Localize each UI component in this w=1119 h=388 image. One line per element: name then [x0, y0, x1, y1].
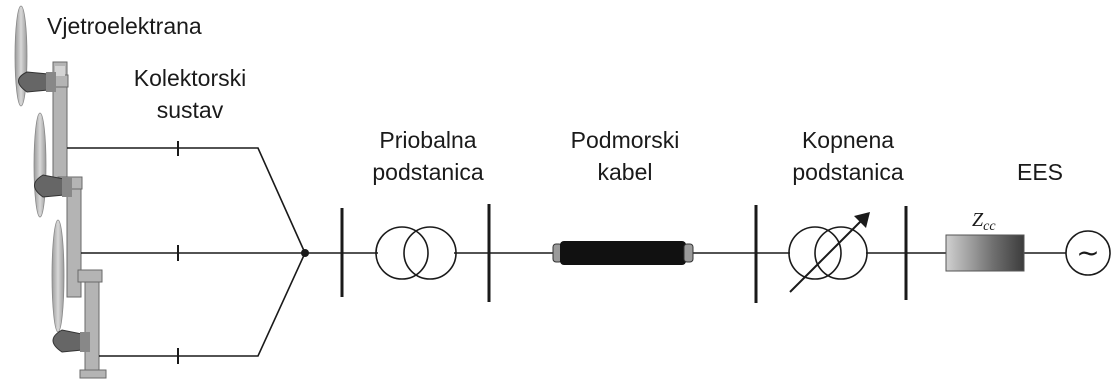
offshore-transformer — [375, 226, 457, 280]
grid-impedance-block — [945, 234, 1025, 272]
impedance-label: Zcc — [972, 209, 996, 234]
wind-turbine-3 — [51, 219, 107, 379]
collector-feeders — [67, 141, 306, 364]
wind-turbine-2 — [33, 112, 83, 298]
grid-label: EES — [1016, 159, 1064, 185]
ac-source — [1065, 230, 1111, 276]
tap-changer-arrowhead-icon — [854, 212, 870, 228]
wind-turbine-1 — [14, 5, 69, 183]
wind-farm-label: Vjetroelektrana — [47, 13, 202, 39]
submarine-cable — [552, 241, 694, 265]
offshore-substation-label: Priobalna podstanica — [372, 127, 484, 185]
busbars — [340, 204, 908, 303]
onshore-transformer — [788, 219, 868, 293]
onshore-substation-label: Kopnena podstanica — [792, 127, 904, 185]
submarine-cable-label: Podmorski kabel — [570, 127, 680, 185]
collector-system-label: Kolektorski sustav — [133, 65, 247, 123]
ac-source-icon: ~ — [1076, 236, 1099, 269]
